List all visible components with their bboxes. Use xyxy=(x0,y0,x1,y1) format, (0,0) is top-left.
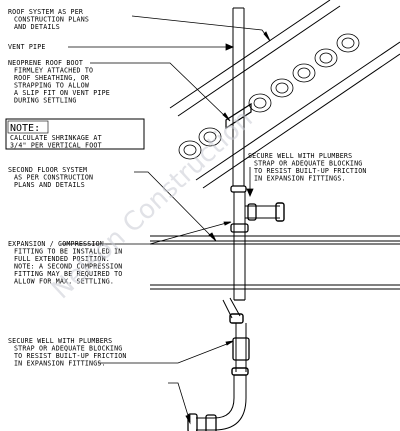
label-line: FULL EXTENDED POSITION. xyxy=(14,255,110,263)
label-line: IN EXPANSION FITTINGS. xyxy=(14,360,106,368)
roof-assembly xyxy=(169,0,400,189)
label-line: STRAP OR ADEQUATE BLOCKING xyxy=(14,345,122,353)
label-line: NEOPRENE ROOF BOOT xyxy=(8,59,83,67)
label-line: EXPANSION / COMPRESSION xyxy=(8,240,104,248)
label-line: SECOND FLOOR SYSTEM xyxy=(8,166,87,174)
label-line: DURING SETTLING xyxy=(14,97,77,105)
note-title: NOTE: xyxy=(10,123,40,134)
label-line: AS PER CONSTRUCTION xyxy=(14,174,93,182)
insulation-batts xyxy=(178,33,360,160)
label-line: A SLIP FIT ON VENT PIPE xyxy=(14,89,110,97)
label-line: 3/4" PER VERTICAL FOOT xyxy=(10,142,102,150)
label-line: IN EXPANSION FITTINGS. xyxy=(254,175,346,183)
label-line: STRAP OR ADEQUATE BLOCKING xyxy=(254,160,362,168)
label-line: STRAPPING TO ALLOW xyxy=(14,82,89,90)
label-line: SECURE WELL WITH PLUMBERS xyxy=(248,152,352,160)
label-line: TO RESIST BUILT-UP FRICTION xyxy=(14,352,127,360)
label-line: FITTING TO BE INSTALLED IN xyxy=(14,248,122,256)
vent-pipe xyxy=(187,7,285,431)
leader-lines xyxy=(60,15,271,425)
label-line: SECURE WELL WITH PLUMBERS xyxy=(8,337,112,345)
svg-text:CALCULATE SHRINKAGE AT3/4" PER: CALCULATE SHRINKAGE AT3/4" PER VERTICAL … xyxy=(10,134,102,150)
label-line: FITTING MAY BE REQUIRED TO xyxy=(14,270,122,278)
label-line: NOTE: A SECOND COMPRESSION xyxy=(14,263,122,271)
label-line: ALLOW FOR MAX. SETTLING. xyxy=(14,278,114,286)
label-line: TO RESIST BUILT-UP FRICTION xyxy=(254,167,367,175)
vent-pipe-label: VENT PIPE xyxy=(8,43,46,51)
label-line: VENT PIPE xyxy=(8,43,46,51)
label-line: CALCULATE SHRINKAGE AT xyxy=(10,134,102,142)
label-line: FIRMLEY ATTACHED TO xyxy=(14,67,93,75)
label-line: ROOF SYSTEM AS PER xyxy=(8,8,83,16)
label-line: CONSTRUCTION PLANS xyxy=(14,16,89,24)
second-floor-system xyxy=(150,235,400,290)
label-line: PLANS AND DETAILS xyxy=(14,181,85,189)
label-line: ROOF SHEATHING, OR xyxy=(14,74,89,82)
label-line: AND DETAILS xyxy=(14,23,60,31)
